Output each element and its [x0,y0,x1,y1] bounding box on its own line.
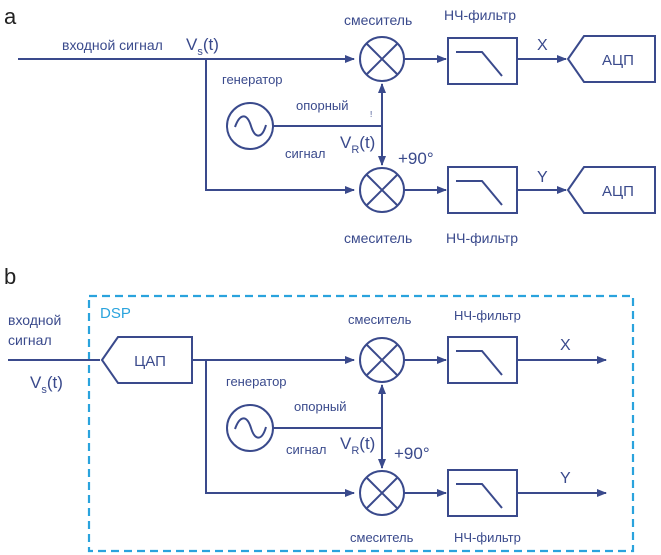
a-input-symbol-sub: s [197,46,203,58]
a-adc-bottom-label: АЦП [602,183,634,200]
a-mixer-top-label: смеситель [344,12,412,28]
b-input-symbol-v: V [30,373,42,392]
b-mixer-top [359,337,405,383]
b-osc-line3: сигнал [286,442,327,457]
b-oscillator-icon [226,404,274,452]
a-input-symbol-suffix: (t) [203,35,219,54]
b-filter-bottom-label: НЧ-фильтр [454,530,521,545]
a-branch-line [205,59,355,194]
b-input-symbol: Vs(t) [30,373,63,396]
b-input-symbol-suffix: (t) [47,373,63,392]
b-ref-symbol: VR(t) [340,434,375,457]
a-filter-top [447,37,518,85]
a-input-symbol: Vs(t) [186,35,219,58]
a-adc-bottom [566,166,656,214]
a-osc-line2: опорный [296,98,349,113]
b-ref-symbol-sub: R [351,445,359,457]
a-oscillator-icon [226,102,274,150]
b-out-x: X [560,337,571,354]
a-mixer-bottom [359,167,405,213]
b-ref-symbol-suffix: (t) [359,434,375,453]
b-out-y: Y [560,470,571,487]
a-ref-symbol-suffix: (t) [359,133,375,152]
b-mixer-bottom-label: смеситель [350,530,414,545]
a-filter-bottom [447,166,518,214]
panel-b-label: b [4,264,16,289]
a-adc-top [566,35,656,83]
b-dac-label: ЦАП [134,353,166,370]
a-adc-top-label: АЦП [602,52,634,69]
a-osc-line3: сигнал [285,146,326,161]
b-input-line2: сигнал [8,332,52,348]
a-ref-symbol-v: V [340,133,352,152]
a-ref-symbol: VR(t) [340,133,375,156]
b-mixer-top-label: смеситель [348,312,412,327]
a-ref-symbol-sub: R [351,144,359,156]
b-input-symbol-sub: s [41,384,47,396]
a-osc-line1: генератор [222,72,283,87]
a-filter-bottom-label: НЧ-фильтр [446,230,518,246]
a-mixer-bottom-label: смеситель [344,230,412,246]
b-filter-bottom [447,469,518,517]
a-filter-top-label: НЧ-фильтр [444,7,516,23]
dsp-label: DSP [100,305,131,322]
a-out-x: X [537,37,548,54]
b-input-line1: входной [8,312,61,328]
b-branch-line [205,360,355,497]
a-input-label: входной сигнал [62,37,163,53]
b-filter-top-label: НЧ-фильтр [454,308,521,323]
a-phase-shift: +90° [398,149,434,168]
panel-a-label: a [4,4,17,29]
b-osc-line1: генератор [226,374,287,389]
b-mixer-bottom [359,470,405,516]
b-osc-line2: опорный [294,399,347,414]
b-ref-symbol-v: V [340,434,352,453]
a-mixer-top [359,36,405,82]
b-phase-shift: +90° [394,444,430,463]
a-tick: ! [370,110,372,119]
dsp-boundary [87,294,635,553]
a-out-y: Y [537,169,548,186]
b-filter-top [447,336,518,384]
a-input-symbol-v: V [186,35,198,54]
